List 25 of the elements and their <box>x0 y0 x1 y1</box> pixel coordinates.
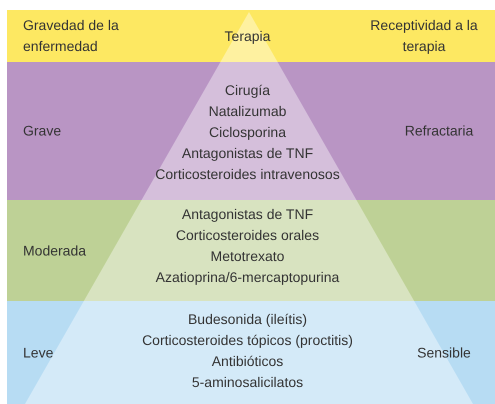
therapy-text: 5-aminosalicilatos <box>192 373 304 392</box>
therapy-text: Corticosteroides intravenosos <box>155 165 340 184</box>
response-label: Receptividad a la terapia <box>369 16 479 56</box>
severity-label: Grave <box>23 122 62 140</box>
therapy-text: Natalizumab <box>208 102 286 121</box>
severity-band <box>7 301 495 404</box>
severity-label: Leve <box>23 343 54 362</box>
therapy-text: Azatioprina/6-mercaptopurina <box>156 268 340 287</box>
therapy-text: Cirugía <box>224 81 270 100</box>
therapy-text: Budesonida (ileítis) <box>188 310 308 329</box>
response-label: Refractaria <box>404 122 474 140</box>
severity-band <box>7 10 495 62</box>
severity-band <box>7 62 495 200</box>
therapy-text: Corticosteroides tópicos (proctitis) <box>142 331 353 350</box>
therapy-text: Metotrexato <box>210 247 284 266</box>
response-label: Sensible <box>416 343 472 362</box>
therapy-text: Antibióticos <box>212 352 284 371</box>
therapy-text: Antagonistas de TNF <box>182 205 314 224</box>
therapy-text: Corticosteroides orales <box>176 226 320 245</box>
severity-band <box>7 200 495 301</box>
therapy-text: Terapia <box>224 27 270 46</box>
therapy-text: Ciclosporina <box>208 123 286 142</box>
severity-label: Moderada <box>23 241 88 260</box>
therapy-text: Antagonistas de TNF <box>182 144 314 163</box>
severity-label: Gravedad de la enfermedad <box>23 16 120 56</box>
